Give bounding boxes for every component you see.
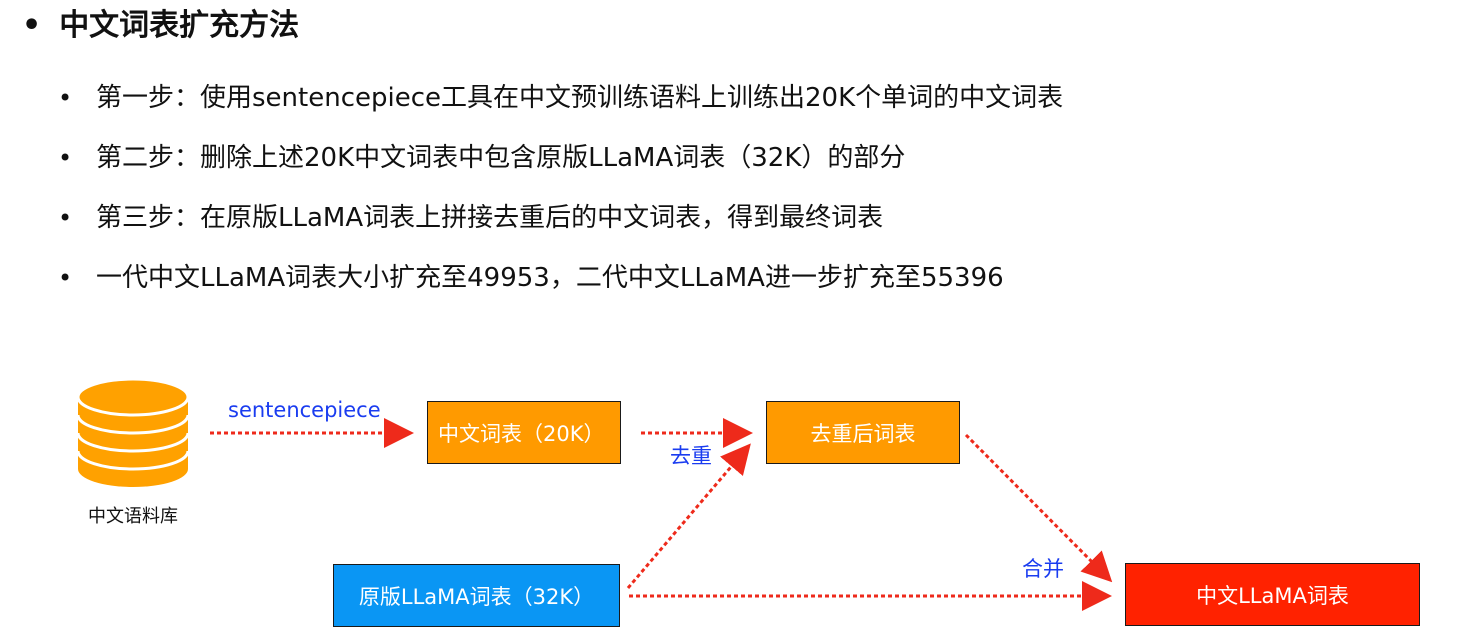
heading-row: • 中文词表扩充方法: [22, 8, 299, 44]
dedup-label: 去重: [670, 444, 712, 468]
bullet-dot: •: [58, 144, 73, 172]
chinese-vocab-20k-label: 中文词表（20K）: [438, 421, 605, 446]
database-icon: [76, 377, 190, 487]
bullet-text: 第三步：在原版LLaMA词表上拼接去重后的中文词表，得到最终词表: [96, 203, 884, 233]
chinese-llama-vocab-label: 中文LLaMA词表: [1196, 583, 1349, 608]
bullet-dot: •: [58, 204, 73, 232]
sentencepiece-label: sentencepiece: [228, 398, 381, 422]
bullet-text: 第一步：使用sentencepiece工具在中文预训练语料上训练出20K个单词的…: [96, 83, 1064, 113]
original-llama-vocab-label: 原版LLaMA词表（32K）: [358, 584, 595, 609]
chinese-llama-vocab-box: 中文LLaMA词表: [1125, 563, 1420, 626]
bullet-text: 第二步：删除上述20K中文词表中包含原版LLaMA词表（32K）的部分: [96, 143, 906, 173]
dedup-vocab-box: 去重后词表: [766, 401, 960, 464]
arrow-dedup-to-final: [964, 433, 1113, 583]
page-title: 中文词表扩充方法: [59, 8, 300, 43]
list-item: • 第二步：删除上述20K中文词表中包含原版LLaMA词表（32K）的部分: [58, 128, 1063, 188]
merge-label: 合并: [1022, 557, 1064, 581]
list-item: • 第一步：使用sentencepiece工具在中文预训练语料上训练出20K个单…: [58, 68, 1063, 128]
bullet-text: 一代中文LLaMA词表大小扩充至49953，二代中文LLaMA进一步扩充至553…: [96, 263, 1004, 293]
bullet-list: • 第一步：使用sentencepiece工具在中文预训练语料上训练出20K个单…: [58, 68, 1063, 308]
original-llama-vocab-box: 原版LLaMA词表（32K）: [333, 564, 620, 627]
list-item: • 第三步：在原版LLaMA词表上拼接去重后的中文词表，得到最终词表: [58, 188, 1063, 248]
bullet-dot: •: [58, 84, 73, 112]
heading-bullet: •: [22, 8, 42, 43]
corpus-label: 中文语料库: [88, 506, 178, 527]
chinese-vocab-20k-box: 中文词表（20K）: [427, 401, 621, 464]
arrow-orig-to-dedup: [626, 443, 751, 589]
list-item: • 一代中文LLaMA词表大小扩充至49953，二代中文LLaMA进一步扩充至5…: [58, 248, 1063, 308]
dedup-vocab-label: 去重后词表: [810, 421, 916, 446]
bullet-dot: •: [58, 264, 73, 292]
